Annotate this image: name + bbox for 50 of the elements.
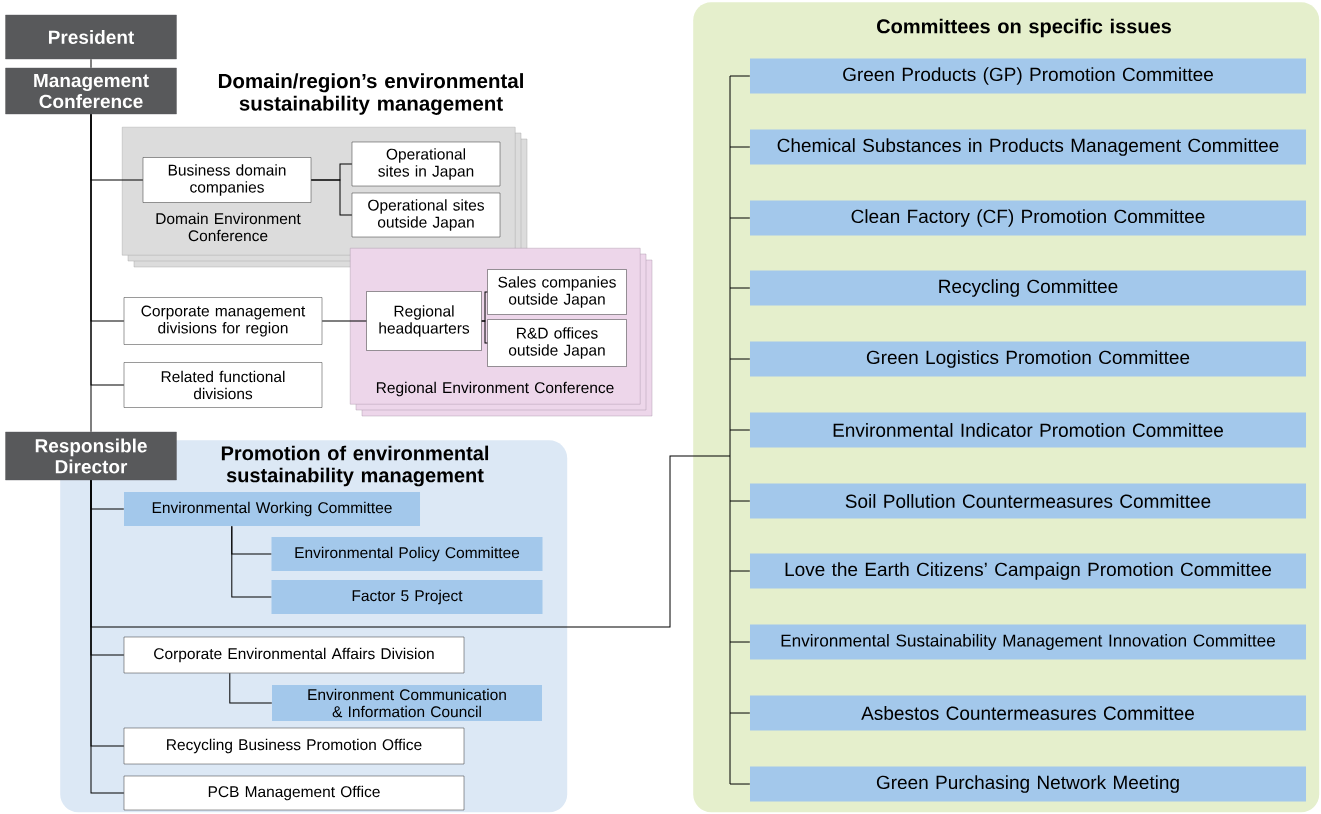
org-box: Related functional divisions [123, 362, 323, 408]
connector-line [229, 672, 273, 704]
committee-box: Clean Factory (CF) Promotion Committee [750, 200, 1306, 236]
connector-line [481, 291, 488, 322]
committee-box: Love the Earth Citizens’ Campaign Promotion Committee [750, 553, 1306, 589]
committee-box: Factor 5 Project [271, 580, 543, 614]
committee-box: Asbestos Countermeasures Committee [750, 695, 1306, 731]
connector-line [90, 113, 92, 433]
connector-line [729, 429, 751, 431]
org-box: R&D offices outside Japan [487, 319, 627, 367]
title-box: Responsible Director [5, 431, 177, 481]
connector-line [310, 179, 353, 216]
connector-line [729, 75, 751, 77]
committee-box: Environment Communication & Information Council [272, 685, 542, 721]
title-box: President [5, 14, 177, 60]
org-box: Operational sites in Japan [351, 141, 501, 187]
committee-box: Green Products (GP) Promotion Committee [750, 58, 1306, 94]
connector-line [321, 320, 367, 322]
committee-box: Environmental Working Committee [124, 492, 420, 526]
committee-box: Green Purchasing Network Meeting [750, 766, 1306, 802]
connector-line [481, 320, 488, 344]
connector-line [90, 75, 731, 785]
committee-box: Recycling Committee [750, 270, 1306, 306]
org-box: Corporate Environmental Affairs Division [123, 636, 465, 674]
org-box: Recycling Business Promotion Office [123, 727, 465, 765]
title-box: Management Conference [5, 67, 177, 115]
committee-box: Environmental Policy Committee [271, 537, 543, 571]
connector-line [729, 500, 751, 502]
connector-line [90, 58, 92, 69]
connector-line [729, 570, 751, 572]
org-box: Sales companies outside Japan [487, 269, 627, 315]
connector-line [729, 146, 751, 148]
committee-box: Green Logistics Promotion Committee [750, 341, 1306, 377]
connector-line [729, 712, 751, 714]
committee-box: Chemical Substances in Products Management Committee [750, 129, 1306, 165]
committee-box: Soil Pollution Countermeasures Committee [750, 483, 1306, 519]
org-box: PCB Management Office [123, 775, 465, 811]
committee-box: Environmental Sustainability Management Innovation Committee [750, 624, 1306, 660]
connector-line [729, 783, 751, 785]
connector-line [231, 525, 272, 598]
org-box: Corporate management divisions for region [123, 297, 323, 345]
org-box: Operational sites outside Japan [351, 192, 501, 238]
connector-line [729, 641, 751, 643]
heading: Domain/region’s environmental sustainability management [218, 73, 523, 115]
org-box: Business domain companies [142, 157, 312, 203]
committee-box: Environmental Indicator Promotion Committee [750, 412, 1306, 448]
org-box: Regional headquarters [366, 291, 482, 351]
connector-line [729, 287, 751, 289]
connector-line [729, 217, 751, 219]
connector-line [729, 358, 751, 360]
